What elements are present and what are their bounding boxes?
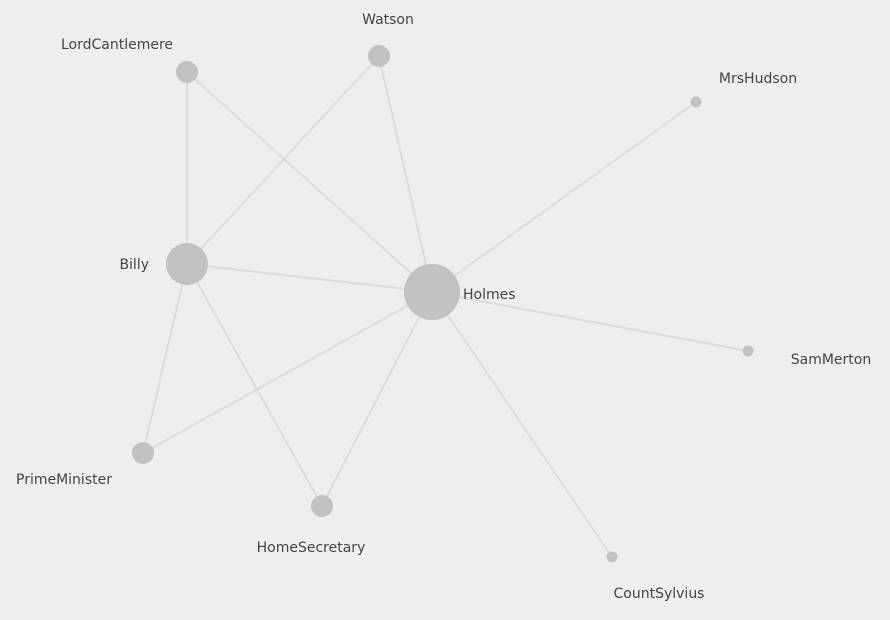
node-label-home-secretary: HomeSecretary	[257, 540, 366, 556]
node-holmes[interactable]: Holmes	[404, 264, 516, 320]
edge-holmes-sam-merton	[431, 291, 749, 352]
node-circle-count-sylvius[interactable]	[606, 551, 618, 563]
edge-billy-prime-minister	[142, 263, 188, 454]
node-circle-holmes[interactable]	[404, 264, 460, 320]
node-billy[interactable]: Billy	[119, 243, 208, 285]
node-circle-lord-cantlemere[interactable]	[176, 61, 198, 83]
edge-holmes-lord-cantlemere	[186, 71, 433, 293]
node-label-watson: Watson	[362, 12, 414, 28]
edge-billy-home-secretary	[186, 263, 323, 507]
edge-billy-watson	[186, 55, 380, 265]
node-circle-home-secretary[interactable]	[311, 495, 333, 517]
edge-holmes-count-sylvius	[431, 291, 613, 558]
node-mrs-hudson[interactable]: MrsHudson	[690, 71, 798, 108]
node-label-count-sylvius: CountSylvius	[614, 586, 705, 602]
edge-holmes-mrs-hudson	[431, 101, 697, 293]
edge-holmes-watson	[378, 55, 433, 293]
node-label-sam-merton: SamMerton	[791, 352, 871, 368]
node-watson[interactable]: Watson	[362, 12, 414, 67]
node-circle-mrs-hudson[interactable]	[690, 96, 702, 108]
node-label-prime-minister: PrimeMinister	[16, 472, 112, 488]
edge-holmes-billy	[186, 263, 433, 293]
node-circle-billy[interactable]	[166, 243, 208, 285]
node-circle-prime-minister[interactable]	[132, 442, 154, 464]
edge-holmes-prime-minister	[142, 291, 433, 454]
node-home-secretary[interactable]: HomeSecretary	[257, 495, 366, 556]
edge-holmes-home-secretary	[321, 291, 433, 507]
edges	[142, 55, 749, 558]
node-label-lord-cantlemere: LordCantlemere	[61, 37, 173, 53]
node-label-mrs-hudson: MrsHudson	[719, 71, 797, 87]
node-lord-cantlemere[interactable]: LordCantlemere	[61, 37, 198, 83]
node-label-billy: Billy	[119, 257, 149, 273]
node-sam-merton[interactable]: SamMerton	[742, 345, 872, 369]
node-circle-sam-merton[interactable]	[742, 345, 754, 357]
node-label-holmes: Holmes	[463, 287, 516, 303]
node-count-sylvius[interactable]: CountSylvius	[606, 551, 705, 603]
node-prime-minister[interactable]: PrimeMinister	[16, 442, 154, 488]
node-circle-watson[interactable]	[368, 45, 390, 67]
nodes: Holmes Billy WatsonLordCantlemereMrsHudson…	[16, 12, 871, 602]
